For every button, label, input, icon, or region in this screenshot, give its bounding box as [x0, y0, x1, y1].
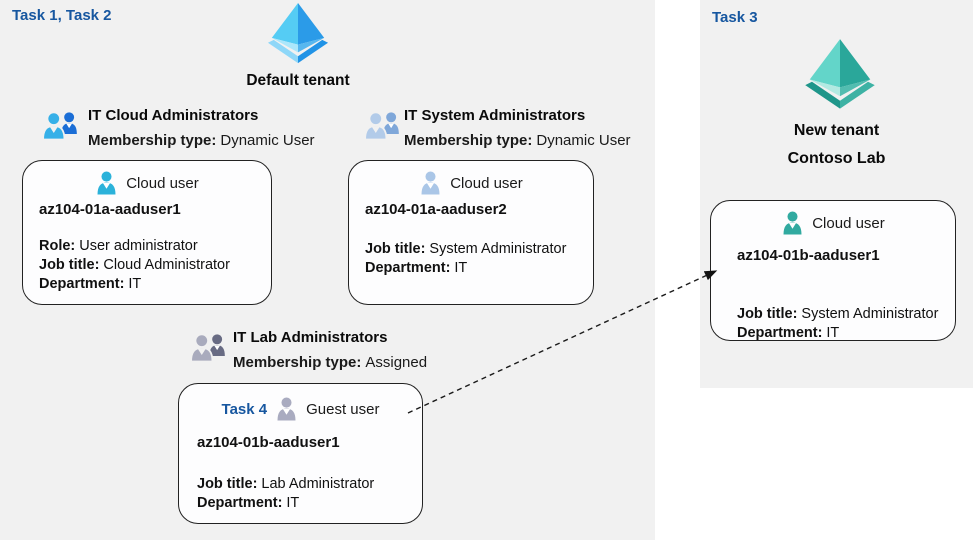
- user-name: az104-01b-aaduser1: [737, 247, 880, 264]
- azure-ad-tenant-icon-blue: [256, 2, 340, 66]
- card-header: Cloud user: [349, 161, 593, 196]
- person-icon-cyan: [95, 170, 118, 196]
- user-card-aaduser1: Cloud user az104-01a-aaduser1 Role:User …: [22, 160, 272, 305]
- group-title-it-cloud-admins: IT Cloud Administrators: [88, 107, 259, 124]
- person-icon-paleblue: [419, 170, 442, 196]
- group-title-it-lab-admins: IT Lab Administrators: [233, 329, 388, 346]
- user-type-label: Cloud user: [812, 214, 885, 232]
- default-tenant-panel: Task 1, Task 2 Default tenant: [0, 0, 655, 540]
- person-icon-gray: [275, 396, 298, 422]
- membership-type-label: Membership type:: [404, 132, 533, 149]
- new-tenant-user-card: Cloud user az104-01b-aaduser1 Job title:…: [710, 200, 956, 341]
- user-card-aaduser2: Cloud user az104-01a-aaduser2 Job title:…: [348, 160, 594, 305]
- field-row: Department:IT: [197, 495, 300, 511]
- user-type-label: Guest user: [306, 400, 380, 418]
- person-icon-teal: [781, 210, 804, 236]
- membership-type-value: Dynamic User: [220, 132, 315, 149]
- guest-user-card: Task 4 Guest user az104-01b-aaduser1 Job…: [178, 383, 423, 524]
- field-row: Department:IT: [39, 276, 142, 292]
- task-4-label: Task 4: [221, 400, 268, 418]
- field-row: Job title:Cloud Administrator: [39, 257, 230, 273]
- group-users-icon-gray: [190, 330, 228, 364]
- field-row: Department:IT: [365, 260, 468, 276]
- group-membership: Membership type:Assigned: [233, 354, 427, 371]
- group-membership: Membership type:Dynamic User: [404, 132, 631, 149]
- new-tenant-name-line2: Contoso Lab: [787, 150, 886, 167]
- azure-ad-tenant-icon-teal: [798, 38, 882, 112]
- membership-type-label: Membership type:: [88, 132, 217, 149]
- user-type-label: Cloud user: [126, 174, 199, 192]
- card-header: Cloud user: [711, 201, 955, 236]
- user-name: az104-01a-aaduser2: [365, 201, 507, 218]
- task-1-2-label: Task 1, Task 2: [12, 7, 112, 24]
- user-fields: Role:User administrator Job title:Cloud …: [39, 237, 230, 294]
- new-tenant-name-line1: New tenant: [793, 122, 880, 139]
- default-tenant-name: Default tenant: [246, 72, 350, 89]
- user-fields: Job title:System Administrator Departmen…: [365, 240, 566, 278]
- card-header: Cloud user: [23, 161, 271, 196]
- field-row: Role:User administrator: [39, 238, 198, 254]
- user-fields: Job title:Lab Administrator Department:I…: [197, 475, 374, 513]
- user-name: az104-01a-aaduser1: [39, 201, 181, 218]
- group-membership: Membership type:Dynamic User: [88, 132, 315, 149]
- card-header: Task 4 Guest user: [179, 384, 422, 422]
- user-type-label: Cloud user: [450, 174, 523, 192]
- user-name: az104-01b-aaduser1: [197, 434, 340, 451]
- field-row: Department:IT: [737, 325, 840, 341]
- new-tenant-panel: Task 3 New tenant Contoso Lab: [700, 0, 973, 388]
- group-title-it-system-admins: IT System Administrators: [404, 107, 586, 124]
- field-row: Job title:Lab Administrator: [197, 476, 375, 492]
- group-users-icon-paleblue: [364, 108, 402, 142]
- membership-type-value: Assigned: [365, 354, 428, 371]
- membership-type-label: Membership type:: [233, 354, 362, 371]
- field-row: Job title:System Administrator: [365, 241, 567, 257]
- field-row: Job title:System Administrator: [737, 306, 939, 322]
- membership-type-value: Dynamic User: [536, 132, 631, 149]
- user-fields: Job title:System Administrator Departmen…: [737, 305, 938, 343]
- group-users-icon-blue: [42, 108, 80, 142]
- task-3-label: Task 3: [712, 9, 758, 26]
